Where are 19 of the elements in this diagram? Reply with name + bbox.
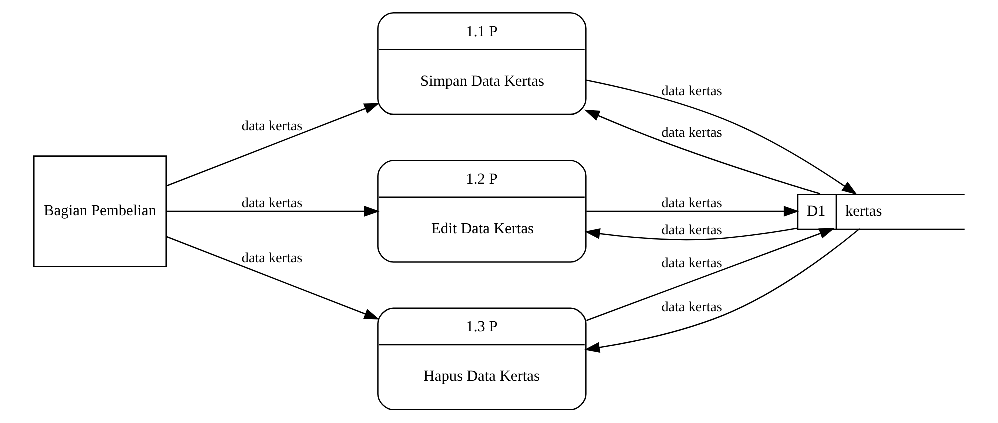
arrow bbox=[586, 80, 857, 196]
edge-label: data kertas bbox=[661, 195, 722, 212]
arrow bbox=[584, 110, 820, 195]
edge-label: data kertas bbox=[241, 118, 302, 134]
arrow bbox=[584, 228, 798, 241]
edge-label: data kertas bbox=[661, 256, 722, 272]
edge-label: data kertas bbox=[661, 299, 722, 316]
arrow bbox=[166, 206, 380, 217]
edge-label: data kertas bbox=[661, 222, 722, 238]
edge-label: data kertas bbox=[661, 124, 722, 141]
edge-label: data kertas bbox=[661, 84, 722, 100]
arrow bbox=[586, 206, 799, 217]
edge-label: data kertas bbox=[241, 250, 302, 267]
arrow bbox=[166, 103, 380, 187]
node-box: Bagian Pembelian bbox=[33, 156, 166, 268]
arrow bbox=[584, 228, 860, 354]
edge-label: data kertas bbox=[241, 195, 302, 212]
arrow bbox=[166, 236, 380, 320]
arrow bbox=[586, 228, 834, 322]
